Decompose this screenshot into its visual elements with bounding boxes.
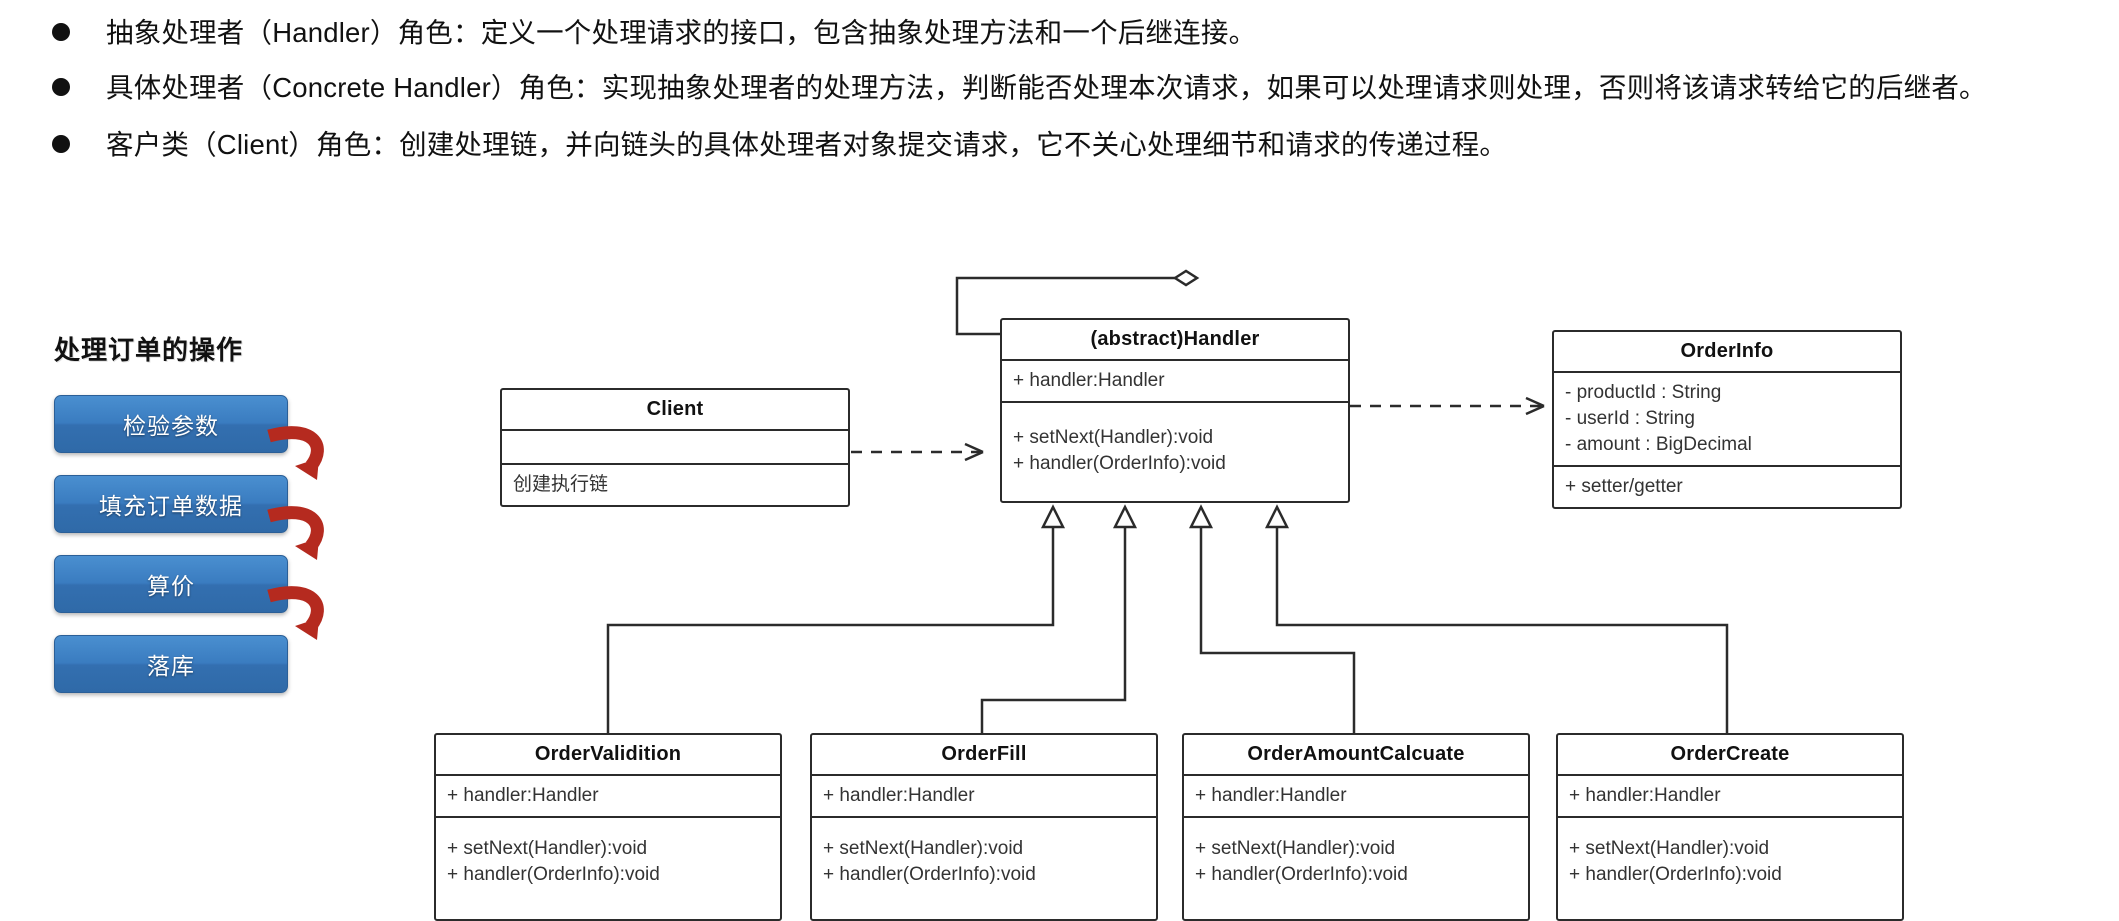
- generalization-triangle-icon: [1112, 504, 1138, 529]
- aggregation-diamond-icon: [1172, 269, 1200, 287]
- uml-operation: + setNext(Handler):void: [1195, 838, 1396, 859]
- generalization-line: [1199, 507, 1356, 733]
- uml-attributes: [502, 431, 848, 465]
- generalization-line: [1275, 507, 1729, 733]
- panel-title: 处理订单的操作: [54, 335, 244, 365]
- list-item: 抽象处理者（Handler）角色：定义一个处理请求的接口，包含抽象处理方法和一个…: [0, 10, 2119, 55]
- bullet-dot-icon: [52, 78, 70, 96]
- flow-arrow-icon: [267, 586, 324, 640]
- bullet-text-concrete-handler-role: 具体处理者（Concrete Handler）角色：实现抽象处理者的处理方法，判…: [106, 72, 1987, 103]
- uml-attribute: + handler:Handler: [1569, 785, 1721, 806]
- uml-class-name: OrderInfo: [1554, 332, 1900, 373]
- uml-operation: + setter/getter: [1565, 476, 1683, 497]
- uml-class-name: (abstract)Handler: [1002, 320, 1348, 361]
- uml-operation: + setNext(Handler):void: [823, 838, 1024, 859]
- step-box-persist[interactable]: 落库: [54, 635, 288, 693]
- bullet-dot-icon: [52, 135, 70, 153]
- uml-class-name: OrderValidition: [436, 735, 780, 776]
- uml-operation: + setNext(Handler):void: [1569, 838, 1770, 859]
- uml-operations: 创建执行链: [502, 465, 848, 505]
- uml-operations: + setNext(Handler):void + handler(OrderI…: [1558, 818, 1902, 895]
- uml-attributes: + handler:Handler: [436, 776, 780, 818]
- step-box-validate-params[interactable]: 检验参数: [54, 395, 324, 480]
- uml-attribute: - productId : String: [1565, 382, 1722, 403]
- uml-attribute: - amount : BigDecimal: [1565, 434, 1752, 455]
- uml-attribute: + handler:Handler: [1195, 785, 1347, 806]
- flow-arrow-icon: [267, 506, 324, 560]
- uml-operations: + setNext(Handler):void + handler(OrderI…: [1184, 818, 1528, 895]
- uml-class-ordervalidition[interactable]: OrderValidition + handler:Handler + setN…: [434, 733, 782, 921]
- step-box-fill-order-data[interactable]: 填充订单数据: [54, 475, 324, 560]
- uml-attribute: + handler:Handler: [1013, 370, 1165, 391]
- generalization-triangle-icon: [1040, 504, 1066, 529]
- generalization-triangle-icon: [1264, 504, 1290, 529]
- uml-operations: + setNext(Handler):void + handler(OrderI…: [812, 818, 1156, 895]
- bullet-text-client-role: 客户类（Client）角色：创建处理链，并向链头的具体处理者对象提交请求，它不关…: [106, 129, 1508, 160]
- uml-class-handler[interactable]: (abstract)Handler + handler:Handler + se…: [1000, 318, 1350, 503]
- uml-class-name: OrderFill: [812, 735, 1156, 776]
- generalization-triangle-icon: [1188, 504, 1214, 529]
- step-box-calculate-price[interactable]: 算价: [54, 555, 324, 640]
- uml-attribute: + handler:Handler: [823, 785, 975, 806]
- uml-class-orderinfo[interactable]: OrderInfo - productId : String - userId …: [1552, 330, 1902, 509]
- uml-class-name: OrderCreate: [1558, 735, 1902, 776]
- flow-arrow-icon: [267, 426, 324, 480]
- step-label: 算价: [147, 573, 195, 599]
- step-label: 落库: [147, 653, 195, 679]
- uml-operations: + setter/getter: [1554, 467, 1900, 507]
- bullet-text-handler-role: 抽象处理者（Handler）角色：定义一个处理请求的接口，包含抽象处理方法和一个…: [106, 17, 1257, 48]
- uml-operation: + handler(OrderInfo):void: [447, 864, 660, 885]
- uml-attributes: + handler:Handler: [1002, 361, 1348, 403]
- uml-operation: + handler(OrderInfo):void: [823, 864, 1036, 885]
- uml-class-client[interactable]: Client 创建执行链: [500, 388, 850, 507]
- uml-operation: + handler(OrderInfo):void: [1569, 864, 1782, 885]
- step-label: 检验参数: [123, 413, 219, 439]
- list-item: 具体处理者（Concrete Handler）角色：实现抽象处理者的处理方法，判…: [0, 65, 2119, 110]
- uml-class-name: Client: [502, 390, 848, 431]
- uml-class-name: OrderAmountCalcuate: [1184, 735, 1528, 776]
- uml-operations: + setNext(Handler):void + handler(OrderI…: [1002, 403, 1348, 501]
- uml-operation: + setNext(Handler):void: [1013, 427, 1214, 448]
- step-label: 填充订单数据: [99, 493, 243, 519]
- uml-attributes: + handler:Handler: [1558, 776, 1902, 818]
- uml-attribute: - userId : String: [1565, 408, 1695, 429]
- uml-operation: + handler(OrderInfo):void: [1013, 453, 1226, 474]
- uml-attributes: + handler:Handler: [812, 776, 1156, 818]
- bullet-list: 抽象处理者（Handler）角色：定义一个处理请求的接口，包含抽象处理方法和一个…: [0, 0, 2119, 167]
- uml-operation: 创建执行链: [513, 474, 609, 495]
- bullet-dot-icon: [52, 23, 70, 41]
- uml-operations: + setNext(Handler):void + handler(OrderI…: [436, 818, 780, 895]
- uml-attributes: - productId : String - userId : String -…: [1554, 373, 1900, 467]
- uml-attribute: + handler:Handler: [447, 785, 599, 806]
- uml-operation: + setNext(Handler):void: [447, 838, 648, 859]
- uml-class-ordercreate[interactable]: OrderCreate + handler:Handler + setNext(…: [1556, 733, 1904, 921]
- uml-attributes: + handler:Handler: [1184, 776, 1528, 818]
- dependency-arrow-icon: [1525, 396, 1545, 416]
- generalization-line: [606, 507, 1055, 733]
- order-operations-panel: 处理订单的操作 检验参数 填充订单数据 算价 落库: [54, 330, 354, 715]
- generalization-line: [980, 507, 1127, 733]
- dependency-arrow-icon: [964, 442, 984, 462]
- list-item: 客户类（Client）角色：创建处理链，并向链头的具体处理者对象提交请求，它不关…: [0, 122, 2119, 167]
- uml-operation: + handler(OrderInfo):void: [1195, 864, 1408, 885]
- uml-class-orderamountcalcuate[interactable]: OrderAmountCalcuate + handler:Handler + …: [1182, 733, 1530, 921]
- uml-class-orderfill[interactable]: OrderFill + handler:Handler + setNext(Ha…: [810, 733, 1158, 921]
